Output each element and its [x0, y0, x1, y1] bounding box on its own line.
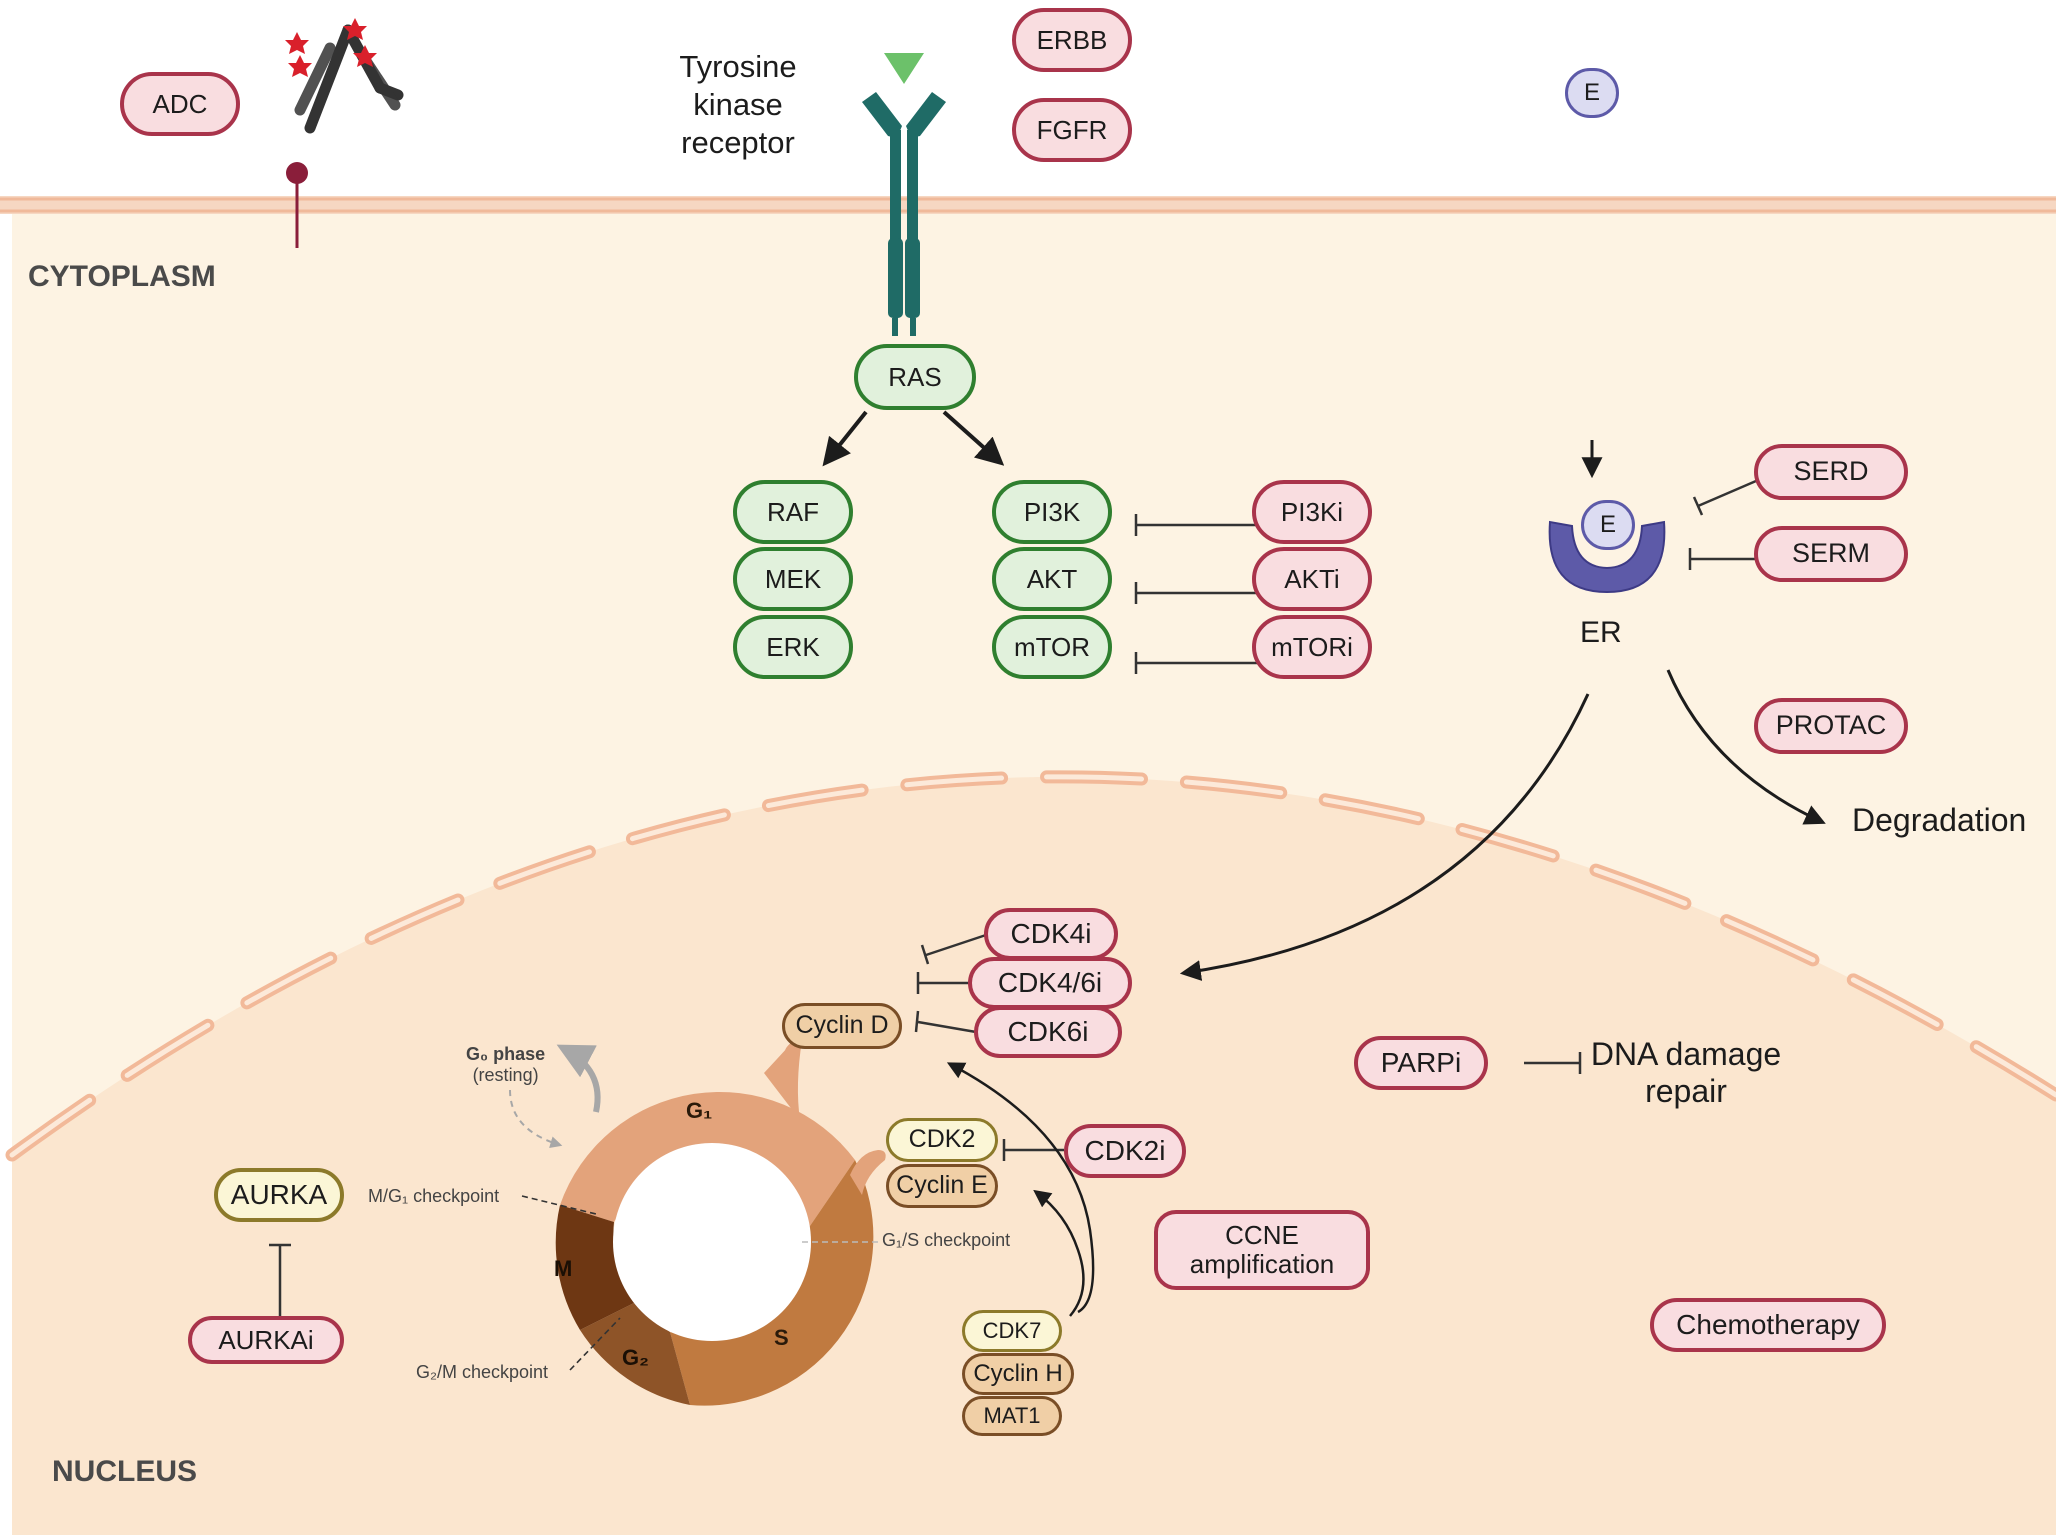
fgfr-badge: FGFR [1012, 98, 1132, 162]
parpi-badge: PARPi [1354, 1036, 1488, 1090]
cdk46i-badge: CDK4/6i [968, 957, 1132, 1009]
cdk7-node: CDK7 [962, 1310, 1062, 1352]
m-phase-label: M [554, 1256, 573, 1281]
receptor-label-line3: receptor [681, 125, 795, 160]
nucleus-label: NUCLEUS [52, 1455, 198, 1488]
cyclin-e-node: Cyclin E [886, 1164, 998, 1208]
akt-node: AKT [992, 547, 1112, 611]
nucleus-region [12, 776, 2056, 1535]
aurkai-badge: AURKAi [188, 1316, 344, 1364]
er-label: ER [1580, 616, 1622, 649]
cell-membrane [0, 196, 2056, 214]
estrogen-bound-ligand: E [1581, 500, 1635, 550]
cytoplasm-label: CYTOPLASM [28, 260, 216, 293]
dna-damage-repair-label: DNA damage repair [1574, 1036, 1798, 1110]
dna-repair-line1: DNA damage [1590, 1036, 1782, 1072]
adc-badge: ADC [120, 72, 240, 136]
g0-line2: (resting) [472, 1065, 539, 1085]
ras-node: RAS [854, 344, 976, 410]
cyclin-d-node: Cyclin D [782, 1003, 902, 1049]
er-to-nucleus-arrow [1179, 693, 1590, 981]
checkpoint-leaders [521, 1195, 880, 1371]
pi3k-inhibition-lines [1134, 514, 1260, 674]
mat1-node: MAT1 [962, 1396, 1062, 1436]
receptor-label-line1: Tyrosine [679, 49, 797, 84]
cdk6i-badge: CDK6i [974, 1006, 1122, 1058]
ccne-line1: CCNE [1225, 1220, 1299, 1251]
serd-badge: SERD [1754, 444, 1908, 500]
cdk-inhibition-lines [269, 933, 1582, 1318]
mtori-badge: mTORi [1252, 615, 1372, 679]
antibody-icon [286, 24, 404, 248]
serd-serm-inhibition-lines [1688, 479, 1757, 570]
degradation-label: Degradation [1852, 802, 2027, 838]
erbb-badge: ERBB [1012, 8, 1132, 72]
g2m-checkpoint-label: G₂/M checkpoint [416, 1362, 549, 1382]
cdk4i-badge: CDK4i [984, 908, 1118, 960]
g0-phase-label: G₀ phase (resting) [466, 1044, 545, 1086]
akti-badge: AKTi [1252, 547, 1372, 611]
serm-badge: SERM [1754, 526, 1908, 582]
g2-phase-label: G₂ [622, 1345, 649, 1370]
protac-badge: PROTAC [1754, 698, 1908, 754]
aurka-node: AURKA [214, 1168, 344, 1222]
g1-phase-label: G₁ [686, 1098, 713, 1123]
s-phase-label: S [774, 1325, 789, 1350]
estrogen-ligand: E [1565, 68, 1619, 118]
chemotherapy-badge: Chemotherapy [1650, 1298, 1886, 1352]
g1s-checkpoint-label: G₁/S checkpoint [882, 1230, 1011, 1250]
mek-node: MEK [733, 547, 853, 611]
tyrosine-kinase-receptor-label: Tyrosine kinase receptor [660, 48, 816, 162]
mtor-node: mTOR [992, 615, 1112, 679]
g0-line1: G₀ phase [466, 1044, 546, 1064]
g0-entry-arrow [509, 1089, 563, 1148]
tyrosine-kinase-receptor-icon [862, 53, 946, 336]
degradation-arrow [1666, 669, 1826, 825]
ras-to-raf-arrow [822, 410, 868, 467]
estrogen-receptor-icon [1548, 520, 1666, 594]
dna-repair-line2: repair [1645, 1073, 1727, 1109]
drug-payload-icon [285, 18, 377, 77]
ccne-line2: amplification [1189, 1249, 1335, 1279]
ras-to-pi3k-arrow [942, 410, 1005, 466]
erk-node: ERK [733, 615, 853, 679]
cak-to-cyclin-d-arrow [946, 1062, 1095, 1314]
pi3ki-badge: PI3Ki [1252, 480, 1372, 544]
cak-to-cdk2-arrow [1033, 1189, 1085, 1317]
ccne-amplification-badge: CCNE amplification [1154, 1210, 1370, 1290]
receptor-label-line2: kinase [693, 87, 783, 122]
g0-exit-arrow [556, 1044, 601, 1113]
pi3k-node: PI3K [992, 480, 1112, 544]
cyclin-h-node: Cyclin H [962, 1353, 1074, 1395]
cdk2i-badge: CDK2i [1064, 1124, 1186, 1178]
mg1-checkpoint-label: M/G₁ checkpoint [368, 1186, 500, 1206]
raf-node: RAF [733, 480, 853, 544]
cdk2-node: CDK2 [886, 1118, 998, 1162]
cell-cycle-ring [555, 1040, 886, 1406]
